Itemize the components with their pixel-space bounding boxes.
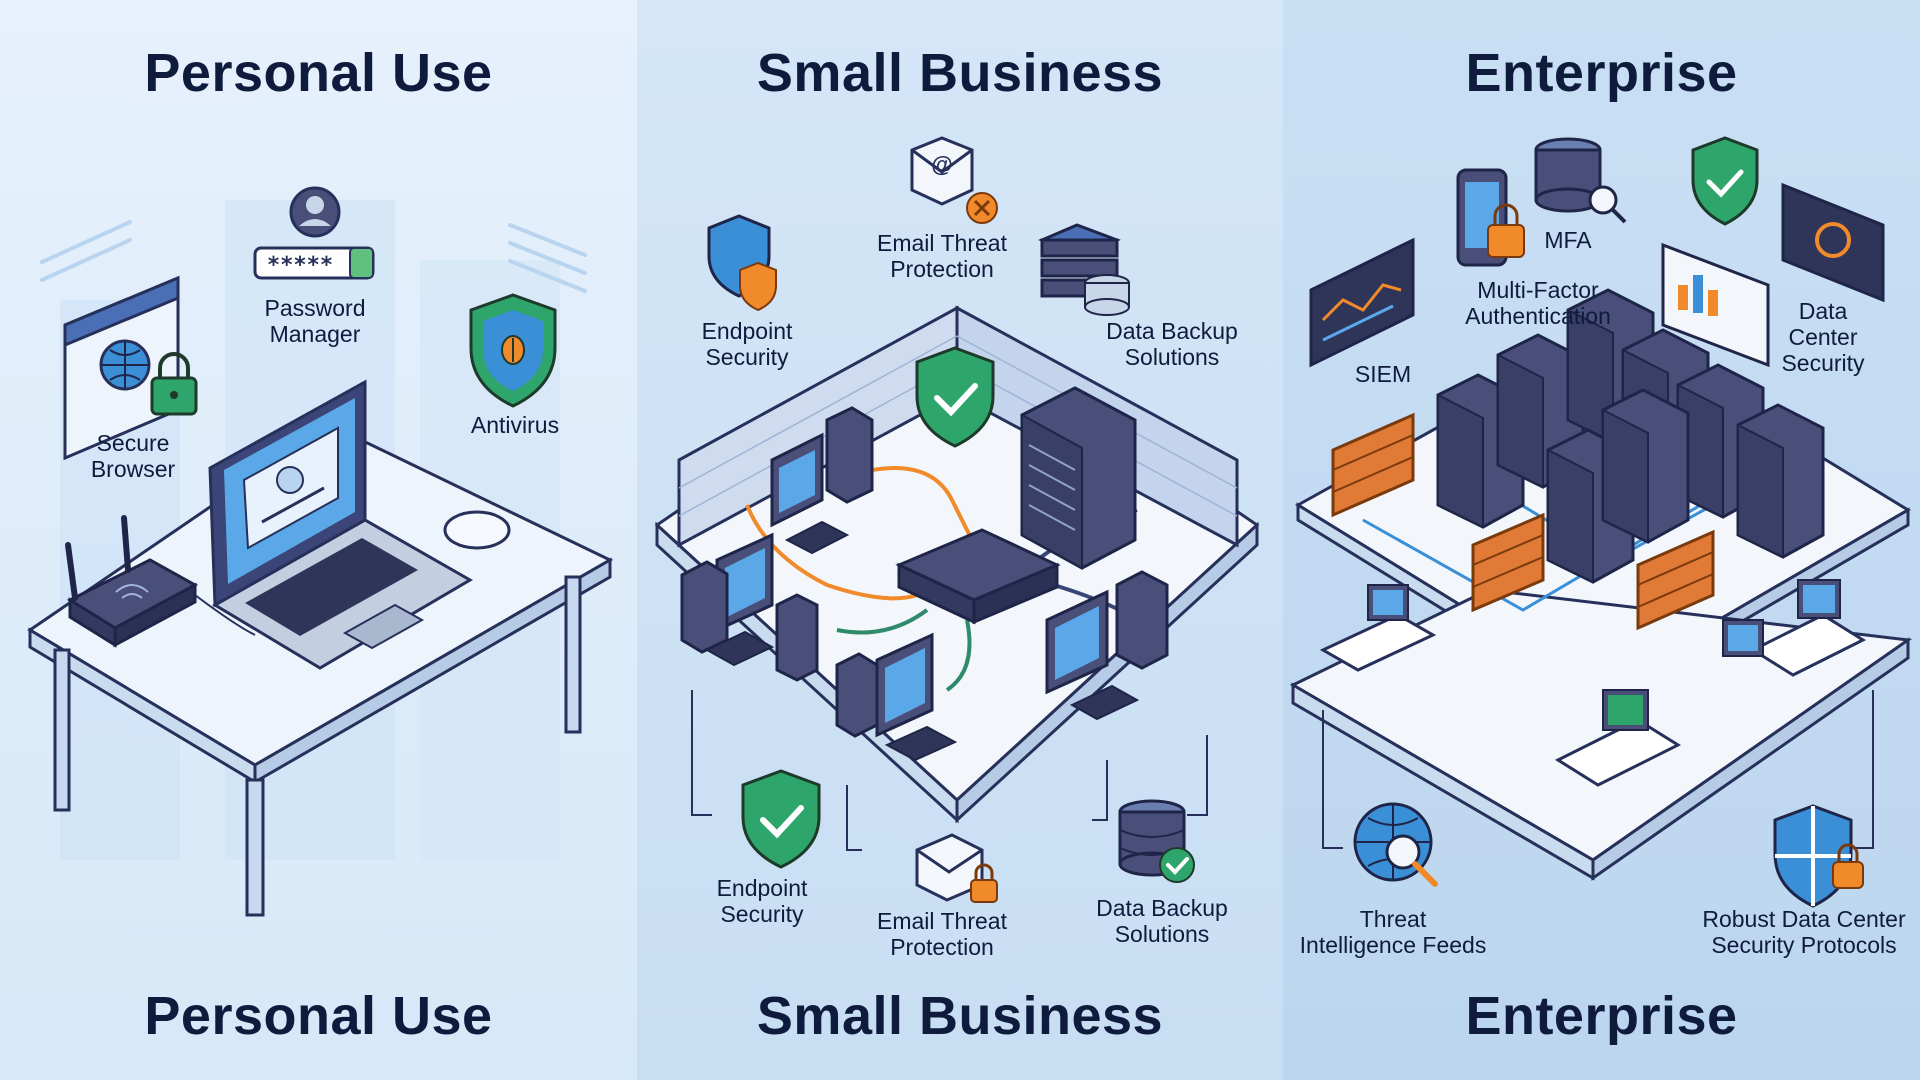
siem-monitor-icon [1309,237,1415,368]
label-data-center-security: Data Center Security [1781,298,1865,376]
mobile-lock-icon [1456,168,1525,267]
callout-lines [1322,690,1874,849]
label-robust-data-center-security-protocols: Robust Data Center Security Protocols [1702,906,1906,958]
label-multi-factor-authentication: Multi-Factor Authentication [1465,277,1611,329]
small-business-illustration: @ [654,136,1260,903]
login-field [261,486,325,524]
firewall-brick-icon [1636,529,1715,631]
wifi-icon [115,584,149,599]
workstation [770,406,874,555]
label-data-backup-solutions: Data Backup Solutions [1106,318,1238,370]
shield-check-icon [741,769,821,869]
desk-leg [564,575,582,734]
workstation [835,632,958,762]
label-email-threat-protection-bottom: Email Threat Protection [877,908,1007,960]
panel-small-business: @ [637,0,1283,1080]
office-desks [1319,579,1867,787]
decor-dashes [40,220,587,293]
panel-personal-use: ***** Personal Use Password Manager Secu… [0,0,637,1080]
mouse-icon [443,510,511,550]
login-avatar-icon [276,466,304,494]
label-siem: SIEM [1354,361,1412,387]
panel-title-bottom: Small Business [756,986,1164,1046]
database-search-icon [1534,137,1627,224]
personal-illustration: ***** [27,186,614,917]
panel-title-top: Personal Use [144,43,493,103]
label-endpoint-security: Endpoint Security [701,318,793,370]
server-rack-icon [1736,403,1825,559]
workstation [680,532,819,682]
password-mask: ***** [267,253,333,278]
label-antivirus: Antivirus [470,412,560,438]
label-email-threat-protection: Email Threat Protection [877,230,1007,282]
at-symbol: @ [931,152,952,177]
lock-icon [1832,861,1864,889]
backup-server-icon [1038,223,1130,316]
firewall-brick-icon [1471,512,1545,613]
shield-check-icon [915,346,995,448]
label-mfa: MFA [1544,227,1592,253]
label-endpoint-security-bottom: Endpoint Security [716,875,808,927]
callout-lines [691,690,1208,851]
workstation [1045,570,1169,721]
panel-title-bottom: Personal Use [144,986,493,1046]
desk-leg [53,648,71,812]
panel-title-bottom: Enterprise [1465,986,1738,1046]
desk-edge [253,557,612,785]
data-monitor-icon [1781,182,1885,303]
label-threat-intelligence-feeds: Threat Intelligence Feeds [1299,906,1487,958]
network-cable [194,594,256,636]
label-password-manager: Password Manager [264,295,366,347]
label-data-backup-solutions-bottom: Data Backup Solutions [1096,895,1228,947]
globe-search-icon [1353,802,1438,887]
enterprise-illustration [1289,136,1913,908]
dashboard-monitor-icon [1661,242,1770,368]
label-secure-browser: Secure Browser [90,430,176,482]
panel-enterprise: Enterprise MFA Multi-Factor Authenticati… [1283,0,1920,1080]
panel-title-top: Small Business [756,43,1164,103]
desk-leg [245,778,265,917]
server-rack-icon [1601,388,1690,544]
panel-title-top: Enterprise [1465,43,1738,103]
laptop-keyboard [245,538,418,636]
firewall-brick-icon [1331,412,1415,518]
database-check-icon [1118,799,1195,883]
shield-check-icon [1691,136,1759,226]
laptop-touchpad [342,603,425,650]
